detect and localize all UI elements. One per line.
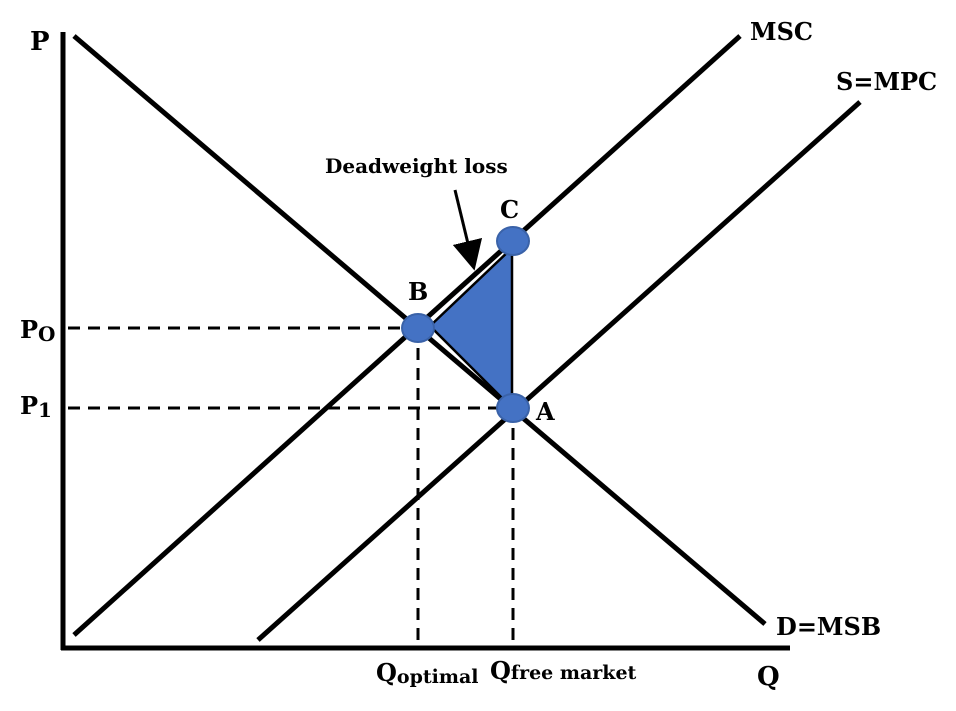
price-p1-main: P — [20, 391, 38, 420]
q-optimal-main: Q — [376, 658, 397, 687]
demand-msb-label: D=MSB — [776, 612, 881, 641]
point-a-marker — [496, 393, 530, 423]
price-p1-label: P1 — [20, 391, 52, 422]
supply-mpc-curve — [256, 100, 862, 642]
q-optimal-label: Qoptimal — [376, 658, 479, 688]
price-p0-label: PO — [20, 315, 55, 346]
point-b-label: B — [408, 277, 428, 306]
q-optimal-subscript: optimal — [397, 666, 479, 688]
point-c-label: C — [500, 195, 519, 224]
q-free-market-main: Q — [490, 656, 511, 685]
q-free-market-subscript: free market — [511, 662, 637, 684]
price-p1-subscript: 1 — [38, 398, 52, 422]
deadweight-loss-triangle — [428, 245, 514, 412]
supply-mpc-label: S=MPC — [836, 67, 937, 96]
x-axis-label: Q — [757, 662, 780, 692]
price-p0-subscript: O — [38, 322, 55, 346]
y-axis-label: P — [30, 27, 50, 57]
point-c-marker — [496, 226, 530, 256]
point-b-marker — [401, 313, 435, 343]
q-free-market-label: Qfree market — [490, 656, 637, 685]
price-p0-main: P — [20, 315, 38, 344]
deadweight-loss-arrow — [452, 189, 483, 271]
deadweight-loss-annotation: Deadweight loss — [325, 154, 508, 178]
msc-label: MSC — [750, 17, 813, 46]
point-a-label: A — [535, 397, 555, 426]
